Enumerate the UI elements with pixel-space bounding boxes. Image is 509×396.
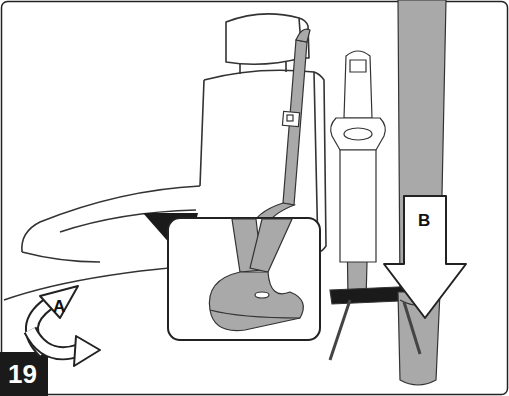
twisted-belt-detail — [209, 219, 303, 331]
belt-and-tongue — [330, 0, 446, 385]
figure-number-tab — [0, 352, 48, 396]
rotation-arrow — [30, 286, 100, 366]
callout-letter: B — [418, 212, 430, 229]
figure-number: 19 — [8, 361, 37, 387]
callout-letter: A — [53, 298, 65, 315]
pull-arrow — [384, 196, 466, 318]
inset-frame — [168, 218, 320, 340]
